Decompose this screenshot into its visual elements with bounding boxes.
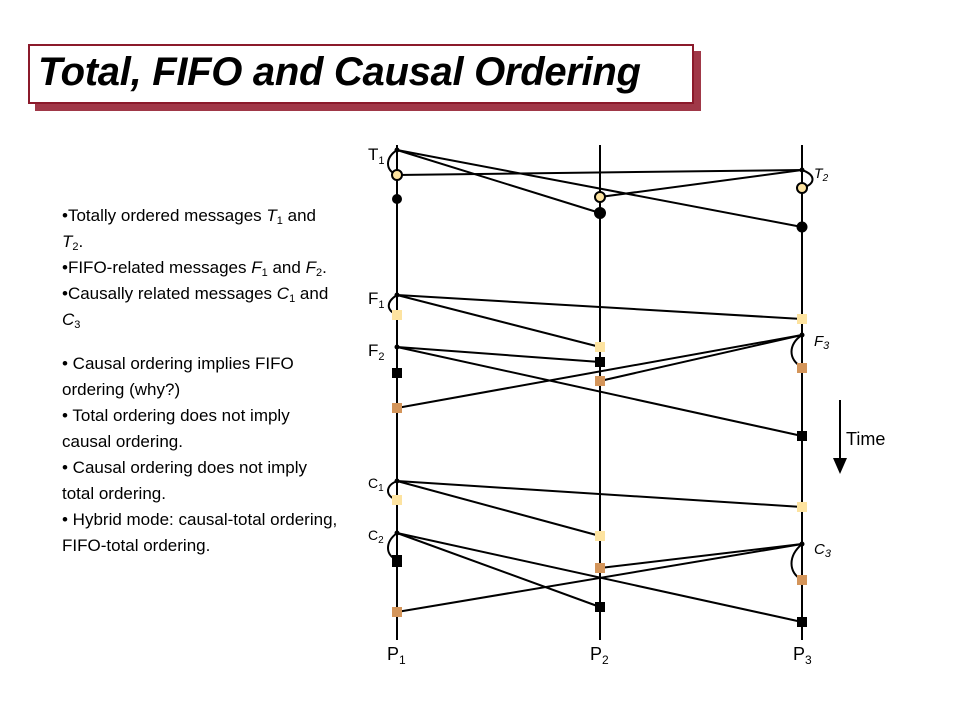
deliver-t2-p1 [391,169,403,181]
label-t1: T1 [368,145,385,167]
deliver-t1-p3 [796,221,808,233]
time-label: Time [846,429,885,449]
deliver-f2-p2 [595,357,605,367]
label-c3: C3 [814,541,832,560]
deliver-c3-p2 [595,563,605,573]
msg-t2-to-p1 [396,169,803,176]
deliver-c2-p3 [797,617,807,627]
deliver-f1-p2 [595,342,605,352]
msg-t1-to-p3 [396,149,803,228]
label-c2: C2 [368,527,384,546]
deliver-f2-p1 [392,368,402,378]
deliver-t1-p2 [594,207,606,219]
send-point-f2 [394,344,400,350]
deliver-c2-p2 [595,602,605,612]
deliver-t2-p3 [796,182,808,194]
loop-c3 [790,543,803,581]
bullet-totally-ordered: •Totally ordered messages T1 and T2. [62,206,316,253]
label-f3: F3 [814,333,830,352]
bullet-fifo-related: •FIFO-related messages F1 and F2. [62,258,327,279]
deliver-c1-p2 [595,531,605,541]
msg-f1-to-p3 [396,294,803,320]
label-c1: C1 [368,475,384,494]
deliver-f2-p3 [797,431,807,441]
send-point-c2 [394,530,400,536]
send-point-c1 [394,478,400,484]
title-banner: Total, FIFO and Causal Ordering [28,44,694,104]
msg-c3-to-p2 [599,543,803,569]
label-f1: F1 [368,289,385,311]
process-label-p2: P2 [590,644,609,667]
msg-f3-to-p2 [599,334,803,382]
deliver-c3-p3 [797,575,807,585]
send-point-t1 [394,147,400,153]
process-label-p3: P3 [793,644,812,667]
msg-c3-to-p1 [396,543,803,613]
deliver-c3-p1 [392,607,402,617]
deliver-f3-p3 [797,363,807,373]
bullet-causal-implies-fifo: • Causal ordering implies FIFO ordering … [62,354,294,399]
msg-t2-to-p2 [599,169,803,198]
msg-c2-to-p2 [396,532,601,608]
deliver-f1-p1 [392,310,402,320]
msg-f1-to-p2 [396,294,601,348]
msg-t1-to-p2 [396,149,601,214]
bullet-causal-not-total: • Causal ordering does not imply total o… [62,458,308,503]
msg-c1-to-p3 [396,480,803,508]
label-t2: T2 [814,165,829,184]
deliver-f1-p3 [797,314,807,324]
deliver-t1-p1 [392,194,402,204]
send-point-f3 [799,332,805,338]
deliver-t2-p2 [594,191,606,203]
msg-f3-to-p1 [396,334,803,409]
page-title: Total, FIFO and Causal Ordering [38,50,641,94]
deliver-f3-p1 [392,403,402,413]
text-panel: •Totally ordered messages T1 and T2. •FI… [62,203,340,559]
msg-f2-to-p3 [396,346,803,437]
deliver-c1-p1 [392,495,402,505]
deliver-c1-p3 [797,502,807,512]
bullet-total-not-causal: • Total ordering does not imply causal o… [62,406,290,451]
deliver-c2-p1 [392,555,402,567]
deliver-f3-p2 [595,376,605,386]
send-point-c3 [799,541,805,547]
loop-f3 [790,334,803,368]
msg-c1-to-p2 [396,480,601,537]
process-label-p1: P1 [387,644,406,667]
bullet-causally-related: •Causally related messages C1 and C3 [62,284,329,331]
msg-f2-to-p2 [396,346,601,363]
send-point-t2 [799,167,805,173]
send-point-f1 [394,292,400,298]
bullet-hybrid-mode: • Hybrid mode: causal-total ordering, FI… [62,510,338,555]
time-arrow-head [833,458,847,474]
label-f2: F2 [368,341,385,363]
